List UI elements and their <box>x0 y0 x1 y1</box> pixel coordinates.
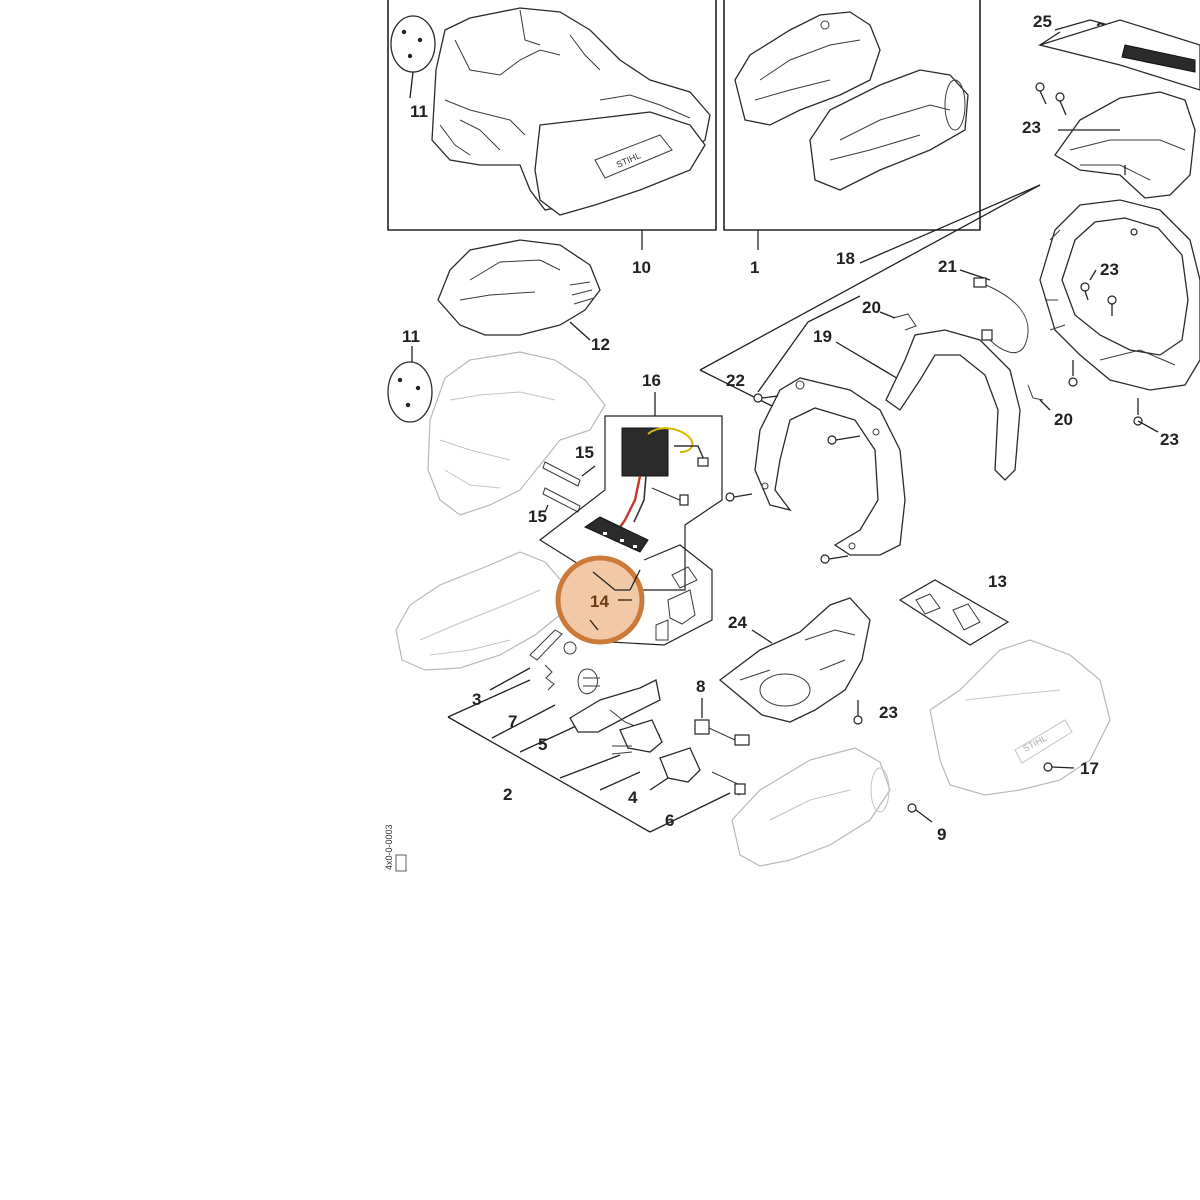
pads-13: 13 <box>898 572 1010 646</box>
callout-15b: 15 <box>528 507 547 526</box>
motor-housing-ghost <box>427 351 606 516</box>
lever-3: 3 <box>472 629 577 709</box>
spring-7: 7 <box>508 664 600 731</box>
callout-10: 10 <box>632 258 651 277</box>
handle-grip-shell <box>809 69 969 191</box>
cover-12: 12 <box>437 239 610 354</box>
callout-20b: 20 <box>1054 410 1073 429</box>
screw-23d: 23 <box>853 700 898 725</box>
screw-17: 17 <box>1043 759 1099 778</box>
callout-23b: 23 <box>1100 260 1119 279</box>
electronics-module-16: 16 <box>538 371 723 591</box>
front-housing-ghost: STIHL <box>929 639 1111 796</box>
top-cap-25 <box>1054 91 1196 199</box>
assembly-box-1: 1 <box>723 0 981 277</box>
callout-7: 7 <box>508 712 517 731</box>
screws-23-right: 23 <box>1068 360 1179 449</box>
callout-17: 17 <box>1080 759 1099 778</box>
clip-20a: 20 <box>862 298 917 331</box>
callout-23a: 23 <box>1022 118 1041 137</box>
callout-19: 19 <box>813 327 832 346</box>
insulation-strip-15b: 15 <box>528 487 581 526</box>
seal-disc-11a <box>390 15 436 99</box>
clip-20b: 20 <box>1027 384 1073 429</box>
cable-21: 21 <box>938 257 1029 354</box>
callout-23c: 23 <box>1160 430 1179 449</box>
callout-13: 13 <box>988 572 1007 591</box>
callout-14: 14 <box>590 592 609 611</box>
handle-half-shell <box>734 11 881 126</box>
callout-18: 18 <box>836 249 855 268</box>
callout-8: 8 <box>696 677 705 696</box>
callout-20a: 20 <box>862 298 881 317</box>
pin-6: 6 <box>665 771 746 830</box>
grip-shell-ghost <box>731 747 891 867</box>
callout-25: 25 <box>1033 12 1052 31</box>
label-sheet-group: 25 26 <box>1033 12 1200 91</box>
assembly-box-10: STIHL 11 10 <box>387 0 717 277</box>
callout-12: 12 <box>591 335 610 354</box>
callout-2: 2 <box>503 785 512 804</box>
trigger-4: 4 <box>628 747 701 807</box>
callout-1: 1 <box>750 258 759 277</box>
callout-4: 4 <box>628 788 638 807</box>
callout-11a: 11 <box>410 102 428 121</box>
callout-11b: 11 <box>402 327 420 346</box>
screw-9: 9 <box>907 803 946 844</box>
group-line-18: 18 <box>699 184 1041 411</box>
rear-housing-ghost <box>395 551 566 671</box>
drawing-code-text: 4x0-0-0003 <box>384 824 394 870</box>
rear-handle-loop: 23 <box>1039 199 1200 391</box>
callout-16: 16 <box>642 371 661 390</box>
front-cover-10: STIHL <box>534 111 706 216</box>
insulation-strip-15a: 15 <box>542 443 596 487</box>
callout-22: 22 <box>726 371 745 390</box>
seal-disc-11b: 11 <box>387 327 433 423</box>
callout-24: 24 <box>728 613 747 632</box>
drawing-code: 4x0-0-0003 <box>384 824 407 872</box>
callout-9: 9 <box>937 825 946 844</box>
callout-3: 3 <box>472 690 481 709</box>
callout-15a: 15 <box>575 443 594 462</box>
trigger-lever-5: 5 <box>538 679 663 755</box>
tray-24: 24 <box>718 597 871 723</box>
switch-group-box <box>609 544 713 646</box>
screw-pair-23-top: 23 <box>1022 82 1067 137</box>
handle-bar-19: 19 <box>813 327 1021 481</box>
front-bow-handle: 22 <box>725 371 906 564</box>
connector-8: 8 <box>694 677 750 746</box>
callout-6: 6 <box>665 811 674 830</box>
callout-21: 21 <box>938 257 957 276</box>
callout-23d: 23 <box>879 703 898 722</box>
callout-5: 5 <box>538 735 547 754</box>
highlight-marker-14[interactable]: 14 <box>555 555 645 645</box>
